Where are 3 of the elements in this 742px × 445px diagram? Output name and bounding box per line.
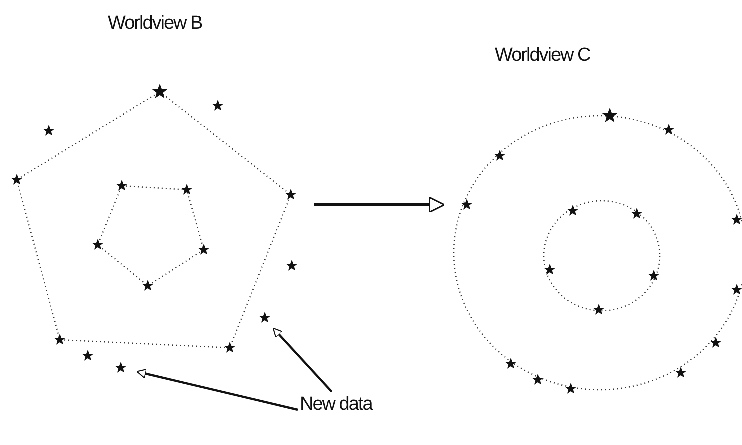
heading: Worldview C <box>495 45 590 67</box>
callout-text: New data <box>300 394 372 416</box>
heading: Worldview B <box>108 13 202 35</box>
